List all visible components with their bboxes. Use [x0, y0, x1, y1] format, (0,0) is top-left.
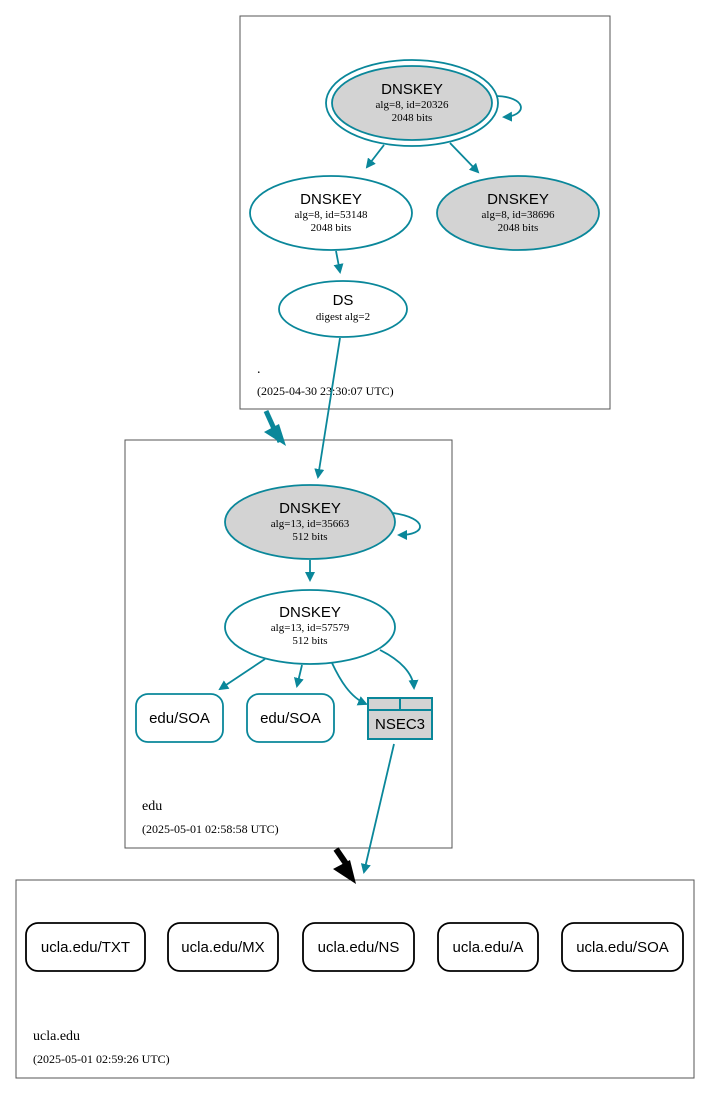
zone-edu-name: edu [142, 799, 162, 814]
node-root-zsk2-title: DNSKEY [487, 191, 549, 208]
node-ucla-mx[interactable]: ucla.edu/MX [167, 922, 279, 972]
node-edu-zsk[interactable]: DNSKEY alg=13, id=57579 512 bits [224, 589, 396, 665]
node-root-ksk-line2: 2048 bits [392, 112, 433, 124]
node-edu-ksk-line2: 512 bits [292, 531, 327, 543]
edge-zsk-to-soa2 [293, 664, 304, 688]
node-edu-soa-2-label: edu/SOA [260, 710, 321, 727]
node-ucla-mx-label: ucla.edu/MX [181, 939, 264, 956]
node-edu-soa-1[interactable]: edu/SOA [135, 693, 224, 743]
node-edu-zsk-title: DNSKEY [279, 604, 341, 621]
node-root-zsk2-line2: 2048 bits [498, 222, 539, 234]
edge-ds-to-edu-ksk [314, 337, 341, 479]
delegation-root-edu-head [264, 424, 286, 446]
edge-zsk1-to-ds [333, 250, 344, 274]
node-root-zsk1[interactable]: DNSKEY alg=8, id=53148 2048 bits [249, 175, 413, 251]
node-root-ksk-title: DNSKEY [381, 81, 443, 98]
edge-zsk-to-soa1 [218, 658, 266, 691]
node-ucla-a-label: ucla.edu/A [453, 939, 524, 956]
edge-zsk-to-nsec3-right [379, 649, 419, 690]
delegation-edu-ucla-head [333, 860, 356, 884]
node-edu-soa-2[interactable]: edu/SOA [246, 693, 335, 743]
node-root-ds-line1: digest alg=2 [316, 311, 370, 323]
node-root-ksk-line1: alg=8, id=20326 [376, 99, 449, 111]
zone-edu-timestamp: (2025-05-01 02:58:58 UTC) [142, 822, 279, 836]
node-edu-ksk-line1: alg=13, id=35663 [271, 518, 350, 530]
node-edu-ksk[interactable]: DNSKEY alg=13, id=35663 512 bits [224, 484, 396, 560]
zone-ucla-timestamp: (2025-05-01 02:59:26 UTC) [33, 1052, 170, 1066]
node-ucla-txt-label: ucla.edu/TXT [41, 939, 130, 956]
edge-ksk-to-zsk1 [365, 144, 385, 169]
node-root-zsk1-line1: alg=8, id=53148 [295, 209, 368, 221]
node-root-zsk1-title: DNSKEY [300, 191, 362, 208]
node-root-ds-title: DS [333, 292, 354, 309]
edge-ksk-self [493, 95, 522, 122]
edge-zsk-to-nsec3-left [331, 662, 368, 706]
node-edu-zsk-line1: alg=13, id=57579 [271, 622, 350, 634]
zone-ucla-box [15, 879, 695, 1079]
node-root-zsk1-line2: 2048 bits [311, 222, 352, 234]
edge-edu-ksk-self [392, 512, 421, 540]
node-ucla-soa-label: ucla.edu/SOA [576, 939, 669, 956]
node-ucla-ns-label: ucla.edu/NS [318, 939, 400, 956]
node-edu-zsk-line2: 512 bits [292, 635, 327, 647]
edge-ksk-to-zsk2 [449, 142, 480, 174]
node-ucla-txt[interactable]: ucla.edu/TXT [25, 922, 146, 972]
node-root-zsk2[interactable]: DNSKEY alg=8, id=38696 2048 bits [436, 175, 600, 251]
node-ucla-ns[interactable]: ucla.edu/NS [302, 922, 415, 972]
zone-root-name: . [257, 362, 261, 377]
zone-root-timestamp: (2025-04-30 23:30:07 UTC) [257, 384, 394, 398]
node-edu-nsec3[interactable]: NSEC3 [367, 697, 433, 740]
edge-nsec3-to-ucla [360, 743, 395, 874]
zone-ucla-name: ucla.edu [33, 1029, 80, 1044]
node-edu-soa-1-label: edu/SOA [149, 710, 210, 727]
node-edu-ksk-title: DNSKEY [279, 500, 341, 517]
node-root-ksk[interactable]: DNSKEY alg=8, id=20326 2048 bits [325, 59, 499, 147]
node-ucla-a[interactable]: ucla.edu/A [437, 922, 539, 972]
node-root-ds[interactable]: DS digest alg=2 [278, 280, 408, 338]
node-ucla-soa[interactable]: ucla.edu/SOA [561, 922, 684, 972]
node-root-zsk2-line1: alg=8, id=38696 [482, 209, 555, 221]
node-edu-nsec3-label: NSEC3 [375, 716, 425, 733]
